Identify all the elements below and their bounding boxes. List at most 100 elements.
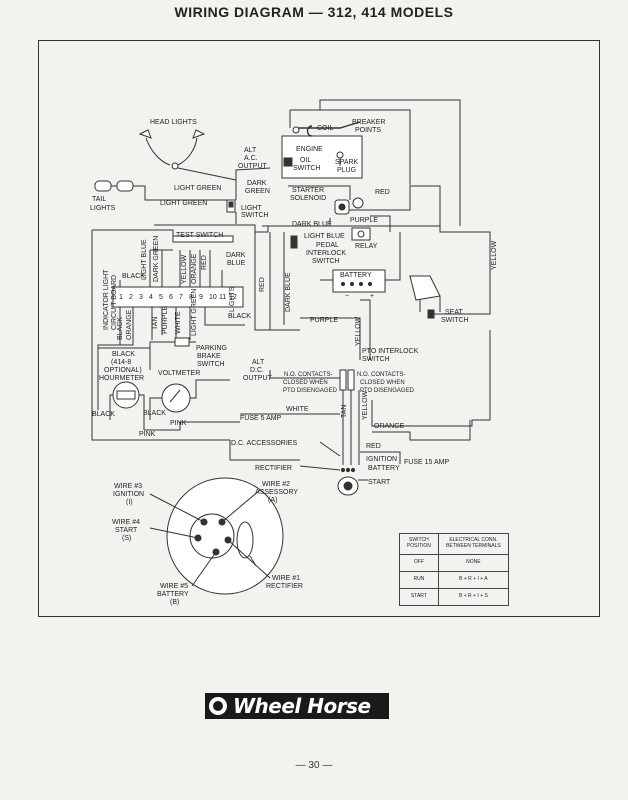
wire2-label-2: ASSESSORY: [255, 489, 298, 496]
coil-label: COIL: [317, 125, 333, 132]
seat-switch-label-1: SEAT: [445, 309, 463, 316]
voltmeter-label: VOLTMETER: [158, 370, 200, 377]
hourmeter-label-3: OPTIONAL): [104, 367, 142, 374]
terminal-number: 7: [179, 294, 183, 301]
seat-switch-label-2: SWITCH: [441, 317, 469, 324]
black-b-label: BLACK: [143, 410, 166, 417]
terminal-number: 12: [229, 294, 237, 301]
diagram-frame: [38, 40, 600, 617]
wire2-label-1: WIRE #2: [262, 481, 290, 488]
terminal-number: 11: [219, 294, 226, 301]
no-contacts-2-label-c: PTO DISENGAGED: [360, 388, 415, 394]
engine: [281, 109, 411, 185]
head-lights-label: HEAD LIGHTS: [150, 119, 197, 126]
light-green-label-1: LIGHT GREEN: [174, 185, 221, 192]
parking-brake-label-2: BRAKE: [197, 353, 221, 360]
page-title: WIRING DIAGRAM — 312, 414 MODELS: [174, 4, 454, 20]
indicator-board-label-2: CIRCUIT BOARD: [111, 275, 118, 330]
oil-switch-label-2: SWITCH: [293, 165, 321, 172]
ignition-label: IGNITION: [366, 456, 397, 463]
battery-low-label: BATTERY: [368, 465, 400, 472]
hourmeter-label-2: (414-8: [111, 359, 131, 366]
switch-table-cell: NONE: [437, 554, 510, 572]
wire4-label-1: WIRE #4: [112, 519, 140, 526]
starter-solenoid: [288, 185, 441, 216]
white-l-label: WHITE: [175, 311, 182, 334]
pto-interlock-switch: [339, 369, 355, 391]
terminal-number: 1: [119, 294, 123, 301]
head-lights: [138, 129, 237, 181]
light-green-label-2: LIGHT GREEN: [160, 200, 207, 207]
orange-l-label: ORANGE: [126, 309, 133, 340]
terminal-number: 9: [199, 294, 203, 301]
black-a-label: BLACK: [92, 411, 115, 418]
yellow-mid-label: YELLOW: [355, 316, 362, 346]
alt-dc-label-2: D.C.: [250, 367, 264, 374]
dc-accessories-label: D.C. ACCESSORIES: [231, 440, 297, 447]
oil-switch-label-1: OIL: [300, 157, 311, 164]
relay: [351, 227, 371, 241]
indicator-board-label-1: INDICATOR LIGHT: [103, 269, 110, 330]
alt-dc-label-1: ALT: [252, 359, 265, 366]
wire3-label-1: WIRE #3: [114, 483, 142, 490]
pink-a-label: PINK: [139, 431, 156, 438]
switch-table-cell: START: [399, 588, 439, 606]
dark-blue-mid-label: DARK BLUE: [285, 272, 292, 312]
pedal-interlock-switch: [290, 235, 298, 249]
ignition-switch-small: [337, 467, 359, 496]
switch-table-cell: OFF: [399, 554, 439, 572]
switch-table-cell: B + R + I + A: [437, 571, 510, 589]
no-contacts-2-label-a: N.O. CONTACTS-: [357, 372, 406, 378]
wire3-label-3: (I): [126, 499, 133, 506]
dark-green-label-1: DARK: [247, 180, 267, 187]
seat-switch: [409, 216, 491, 319]
pedal-interlock-label-3: SWITCH: [312, 258, 340, 265]
switch-position-table: SWITCH POSITION ELECTRICAL CONN. BETWEEN…: [399, 533, 510, 606]
lights-label: LIGHTS: [229, 286, 236, 312]
light-switch: [226, 199, 236, 213]
purple-l-label: PURPLE: [162, 306, 169, 334]
light-blue-label: LIGHT BLUE: [304, 233, 345, 240]
dark-green-v-label: DARK GREEN: [153, 236, 160, 282]
pto-interlock-label-2: SWITCH: [362, 356, 390, 363]
light-switch-label-2: SWITCH: [241, 212, 269, 219]
tan-mid-label: TAN: [341, 405, 348, 418]
starter-label: STARTER: [292, 187, 324, 194]
pedal-interlock-label-1: PEDAL: [316, 242, 339, 249]
battery-label: BATTERY: [340, 272, 372, 279]
terminal-number: 5: [159, 294, 163, 301]
wire5-label-1: WIRE #5: [160, 583, 188, 590]
breaker-points-label-1: BREAKER: [352, 119, 385, 126]
black-r-label: BLACK: [228, 313, 251, 320]
terminal-number: 6: [169, 294, 173, 301]
light-blue-v-label: LIGHT BLUE: [141, 239, 148, 280]
light-green-l-label: LIGHT GREEN: [191, 289, 198, 336]
no-contacts-2-label-b: CLOSED WHEN: [360, 380, 405, 386]
red-low-label: RED: [366, 443, 381, 450]
tan-l-label: TAN: [152, 317, 159, 330]
red-v-label: RED: [201, 255, 208, 270]
terminal-number: 8: [189, 294, 193, 301]
yellow-right-label: YELLOW: [491, 240, 498, 270]
dark-blue-top-label: DARK BLUE: [292, 221, 332, 228]
test-switch-label: TEST SWITCH: [176, 232, 223, 239]
relay-label: RELAY: [355, 243, 378, 250]
terminal-number: 10: [209, 294, 217, 301]
orange-low-label: ORANGE: [374, 423, 405, 430]
red-mid-label: RED: [259, 277, 266, 292]
brand-name: Wheel Horse: [233, 694, 371, 718]
fuse-15-amp-label: FUSE 15 AMP: [404, 459, 449, 466]
wire2-label-3: (A): [268, 497, 277, 504]
parking-brake-label-3: SWITCH: [197, 361, 225, 368]
purple-mid-label: PURPLE: [310, 317, 338, 324]
yellow-low-label: YELLOW: [362, 390, 369, 420]
terminal-number: 3: [139, 294, 143, 301]
tail-lights-label-1: TAIL: [92, 196, 106, 203]
red-top-label: RED: [375, 189, 390, 196]
terminal-number: 2: [129, 294, 133, 301]
wire1-label-2: RECTIFIER: [266, 583, 303, 590]
hourmeter: [112, 381, 140, 409]
pedal-interlock-label-2: INTERLOCK: [306, 250, 346, 257]
indicator-light-board: [112, 286, 244, 308]
battery-minus: −: [345, 293, 349, 300]
